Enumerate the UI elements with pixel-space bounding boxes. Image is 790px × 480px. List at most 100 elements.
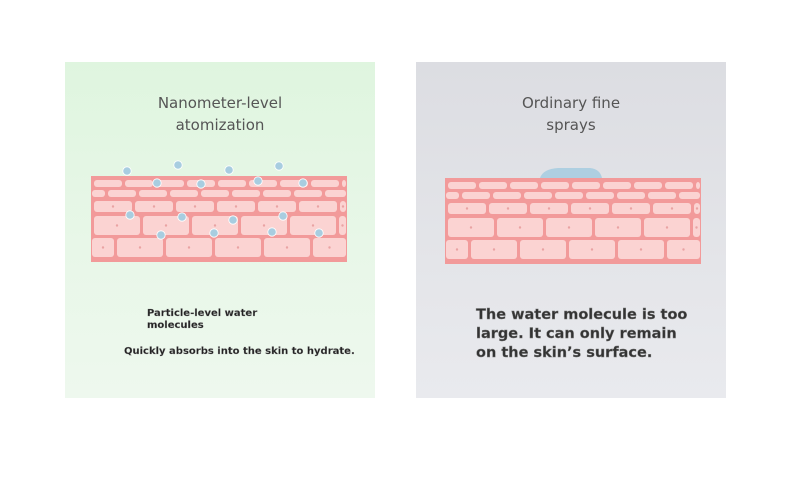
cell-nucleus [492, 248, 496, 251]
cell-nucleus [682, 248, 685, 251]
skin-cell [294, 190, 322, 197]
skin-cell [263, 190, 291, 197]
absorb-caption: Quickly absorbs into the skin to hydrate… [124, 346, 355, 357]
nano-droplet [278, 211, 288, 221]
cell-nucleus [341, 224, 344, 227]
skin-cell [541, 182, 569, 189]
cell-nucleus [193, 205, 197, 208]
caption-line: The water molecule is too [476, 307, 688, 323]
cell-nucleus [236, 246, 240, 249]
skin-cell [446, 192, 459, 199]
cell-nucleus [341, 205, 345, 208]
skin-cell [648, 192, 676, 199]
nano-droplet [274, 161, 284, 171]
skin-layer [91, 176, 347, 262]
nanometer-panel: Nanometer-level atomization Particle-lev… [65, 62, 375, 398]
cell-nucleus [164, 224, 168, 227]
caption-line: large. It can only remain [476, 326, 677, 342]
skin-layer [445, 178, 701, 264]
cell-nucleus [547, 207, 551, 210]
skin-cell [108, 190, 136, 197]
title-line: Nanometer-level [157, 94, 283, 112]
title-line: Ordinary fine [521, 94, 621, 112]
caption-line: Particle-level water [147, 308, 258, 319]
title-line: sprays [546, 116, 596, 134]
skin-cell [617, 192, 645, 199]
particle-caption: Particle-level water molecules [147, 308, 257, 332]
cell-nucleus [234, 205, 238, 208]
skin-cell [462, 192, 490, 199]
skin-cell [555, 192, 583, 199]
nano-droplet [156, 230, 166, 240]
cell-nucleus [506, 207, 510, 210]
cell-nucleus [518, 226, 522, 229]
skin-cell [524, 192, 552, 199]
cell-nucleus [455, 248, 459, 251]
skin-cell [665, 182, 693, 189]
cell-nucleus [328, 246, 331, 249]
cell-nucleus [275, 205, 279, 208]
cell-nucleus [629, 207, 633, 210]
nanometer-title: Nanometer-level atomization [65, 92, 375, 136]
cell-nucleus [665, 226, 669, 229]
skin-cell [586, 192, 614, 199]
nano-droplet [253, 176, 263, 186]
cell-nucleus [567, 226, 571, 229]
skin-cell [603, 182, 631, 189]
cell-nucleus [213, 224, 217, 227]
skin-cell [170, 190, 198, 197]
skin-cell [94, 180, 122, 187]
skin-cell [510, 182, 538, 189]
cell-nucleus [465, 207, 469, 210]
nano-droplet [314, 228, 324, 238]
cell-nucleus [695, 207, 699, 210]
nano-droplet [209, 228, 219, 238]
nano-droplet [224, 165, 234, 175]
nano-droplet [298, 178, 308, 188]
large-water-droplet [540, 168, 602, 178]
nano-droplet [152, 178, 162, 188]
cell-nucleus [262, 224, 266, 227]
skin-cell [92, 190, 105, 197]
skin-cell [572, 182, 600, 189]
skin-diagram-right [445, 168, 701, 264]
skin-diagram-left [91, 160, 347, 262]
nano-droplet [173, 160, 183, 170]
nano-droplet [228, 215, 238, 225]
cell-nucleus [101, 246, 105, 249]
cell-nucleus [285, 246, 289, 249]
cell-nucleus [695, 226, 698, 229]
skin-cell [232, 190, 260, 197]
nano-droplet [196, 179, 206, 189]
cell-nucleus [115, 224, 119, 227]
cell-nucleus [111, 205, 115, 208]
caption-line: on the skin’s surface. [476, 345, 653, 361]
title-line: atomization [175, 116, 265, 134]
skin-cell [218, 180, 246, 187]
ordinary-panel: Ordinary fine sprays The water molecule … [416, 62, 726, 398]
skin-cell [634, 182, 662, 189]
skin-cell [679, 192, 700, 199]
cell-nucleus [616, 226, 620, 229]
cell-nucleus [590, 248, 594, 251]
skin-cell [696, 182, 700, 189]
cell-nucleus [152, 205, 156, 208]
skin-cell [493, 192, 521, 199]
nano-droplet [177, 212, 187, 222]
nano-droplet [122, 166, 132, 176]
cell-nucleus [316, 205, 320, 208]
surface-caption: The water molecule is too large. It can … [476, 306, 706, 363]
cell-nucleus [138, 246, 142, 249]
skin-cell [249, 180, 277, 187]
skin-cell [125, 180, 153, 187]
cell-nucleus [541, 248, 545, 251]
nano-droplets [122, 160, 324, 240]
ordinary-title: Ordinary fine sprays [416, 92, 726, 136]
skin-cell [342, 180, 346, 187]
skin-cell [156, 180, 184, 187]
skin-cell [479, 182, 507, 189]
skin-cell [201, 190, 229, 197]
cell-nucleus [588, 207, 592, 210]
nano-droplet [125, 210, 135, 220]
cell-nucleus [670, 207, 674, 210]
